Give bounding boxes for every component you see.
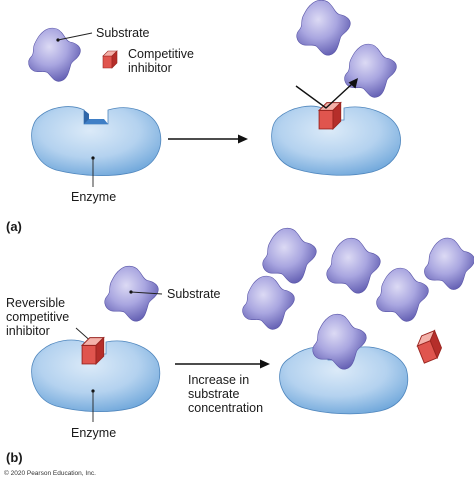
substrate-b-1 xyxy=(262,227,317,284)
inhibitor-label-a-2: inhibitor xyxy=(128,61,172,75)
inhibitor-cube-a xyxy=(102,50,118,69)
substrate-a-left xyxy=(28,27,81,82)
arrow-caption-3: concentration xyxy=(188,401,263,415)
inhibitor-bound-a xyxy=(318,102,342,130)
substrate-b-free xyxy=(104,265,159,322)
enzyme-label-b: Enzyme xyxy=(71,426,116,440)
inhibitor-label-b-3: inhibitor xyxy=(6,324,50,338)
substrate-a-right xyxy=(344,43,397,98)
substrate-label-a: Substrate xyxy=(96,26,150,40)
enzyme-label-a: Enzyme xyxy=(71,190,116,204)
leader-line xyxy=(57,32,93,41)
leader-line xyxy=(130,291,163,295)
copyright: © 2020 Pearson Education, Inc. xyxy=(4,469,96,477)
panel-b: Substrate Reversible competitive inhibit… xyxy=(6,227,474,465)
substrate-b-2 xyxy=(326,237,381,294)
arrow-caption-1: Increase in xyxy=(188,373,249,387)
inhibitor-label-b-2: competitive xyxy=(6,310,69,324)
enzyme-a-left xyxy=(31,106,162,177)
arrowhead xyxy=(260,359,270,369)
panel-a-tag: (a) xyxy=(6,219,22,234)
substrate-b-5 xyxy=(376,267,429,322)
blocked-path-arrow xyxy=(295,83,353,109)
inhibitor-label-b-1: Reversible xyxy=(6,296,65,310)
arrowhead xyxy=(348,78,358,89)
panel-a: Substrate Competitive inhibitor Enzyme (… xyxy=(6,0,401,234)
arrowhead xyxy=(238,134,248,144)
inhibitor-displaced-b xyxy=(414,330,445,364)
panel-b-tag: (b) xyxy=(6,450,23,465)
arrow-caption-2: substrate xyxy=(188,387,239,401)
substrate-b-3 xyxy=(424,237,474,290)
substrate-a-top xyxy=(296,0,351,56)
substrate-b-4 xyxy=(242,275,295,330)
inhibitor-bound-b xyxy=(81,337,105,365)
substrate-label-b: Substrate xyxy=(167,287,221,301)
inhibitor-label-a-1: Competitive xyxy=(128,47,194,61)
